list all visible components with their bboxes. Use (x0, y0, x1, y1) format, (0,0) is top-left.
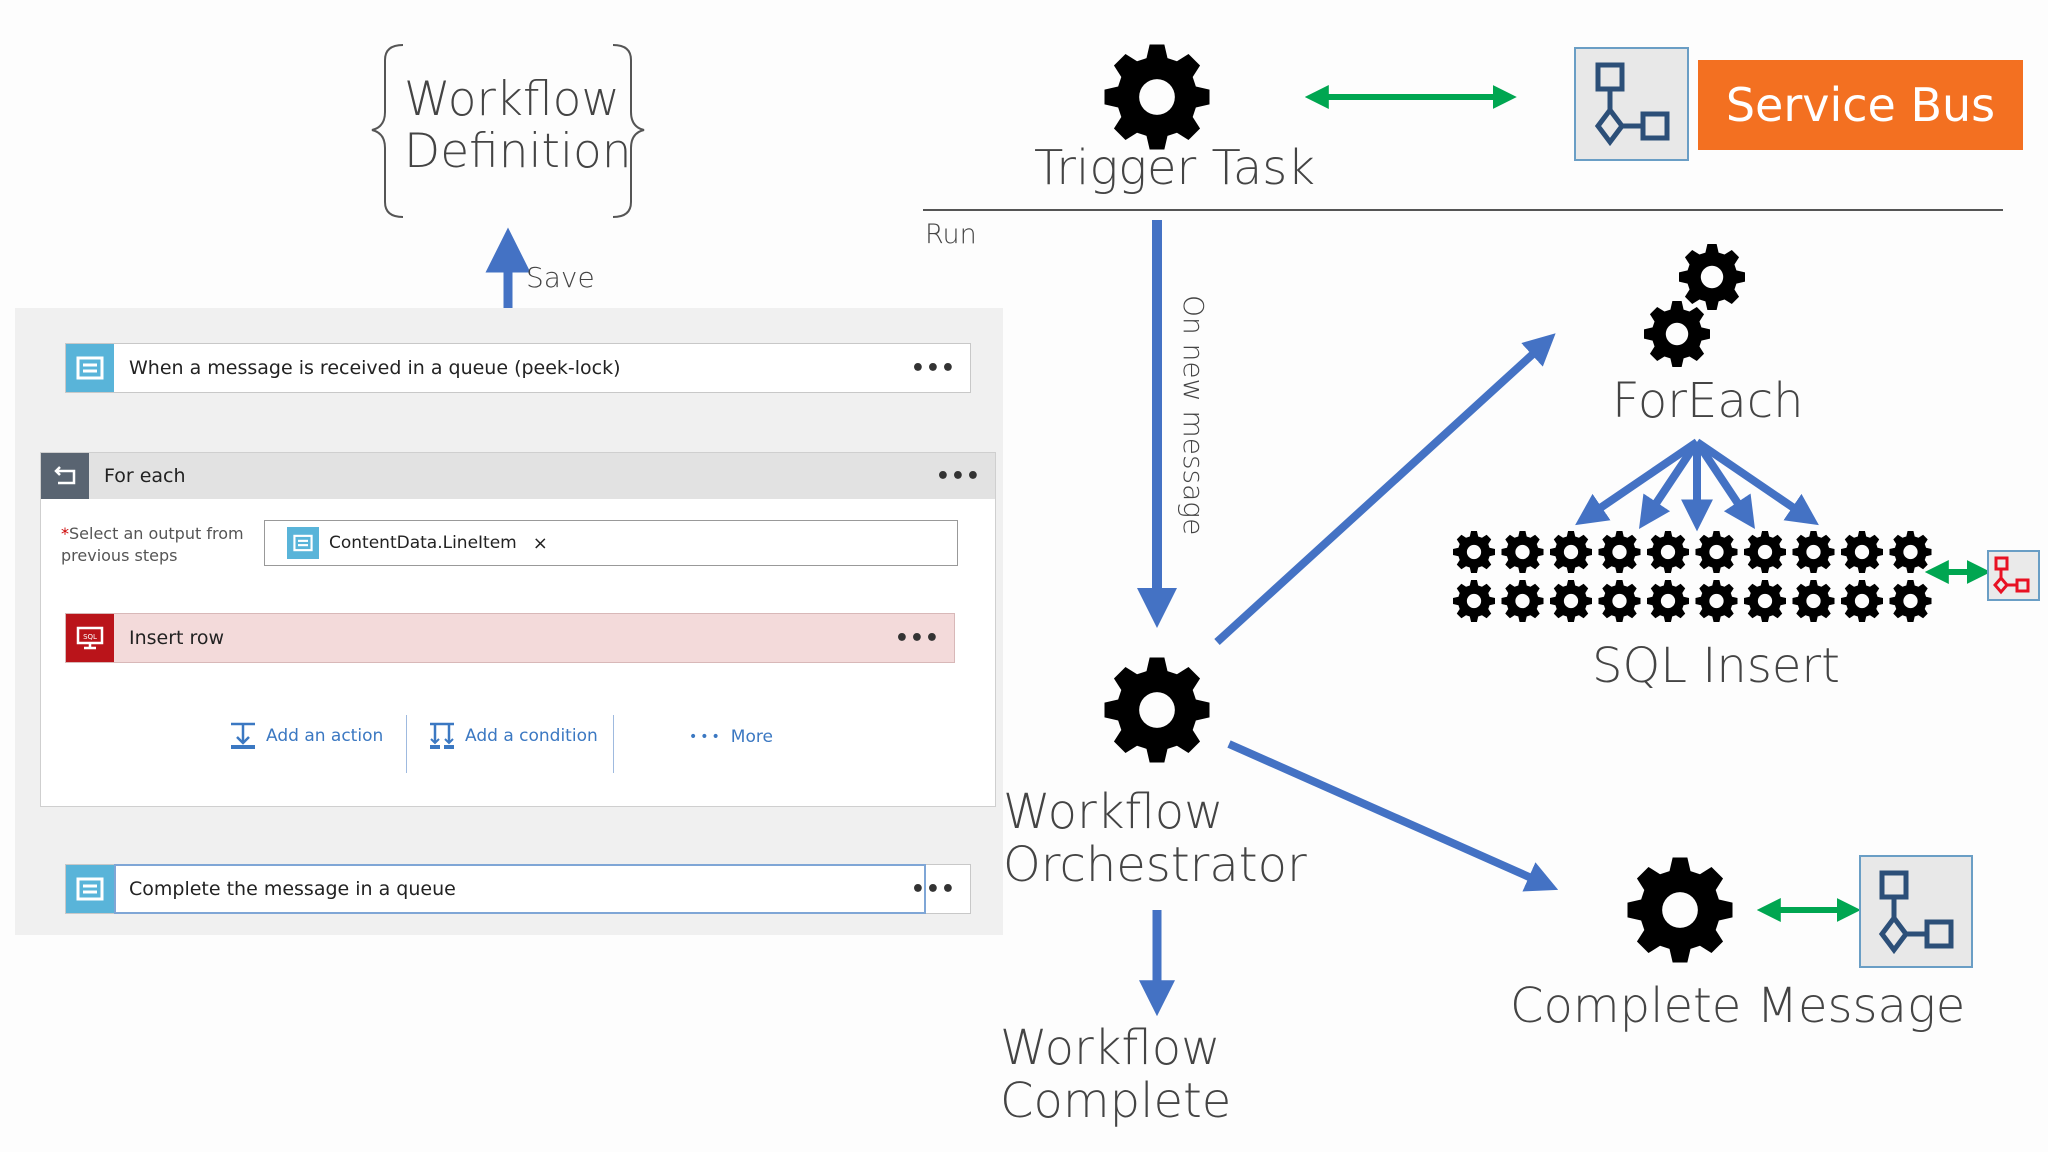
sql-gear-icon (1501, 531, 1544, 573)
action-divider-2 (613, 715, 614, 773)
service-bus-icon (1574, 47, 1689, 161)
token-chip[interactable]: ContentData.LineItem × (287, 526, 548, 560)
more-button[interactable]: ••• More (689, 727, 773, 747)
complete-queue-icon (66, 865, 114, 913)
small-queue-topology-icon (1993, 556, 2030, 595)
sql-gear-icon (1889, 580, 1932, 622)
workflow-orchestrator-label: Workflow Orchestrator (1003, 786, 1307, 892)
svg-text:SQL: SQL (83, 633, 97, 641)
add-action-label: Add an action (266, 726, 384, 746)
insert-row-more-button[interactable]: ••• (894, 625, 940, 651)
select-output-input[interactable]: ContentData.LineItem × (264, 520, 958, 566)
token-label: ContentData.LineItem (329, 533, 517, 553)
sql-insert-gear-grid (1453, 531, 1932, 622)
add-condition-icon (430, 722, 454, 749)
select-label-line-2: previous steps (61, 545, 178, 565)
more-label: More (730, 727, 773, 747)
foreach-gear-icon-upper (1679, 244, 1745, 310)
service-bus-label: Service Bus (1725, 78, 1996, 132)
add-action-icon (231, 722, 255, 749)
sql-gear-icon (1598, 580, 1641, 622)
sql-gear-icon (1792, 580, 1835, 622)
workflow-complete-label: Workflow Complete (1000, 1022, 1231, 1128)
definition-line-2: Definition (404, 123, 632, 179)
complete-more-button[interactable]: ••• (910, 876, 956, 902)
foreach-gear-icon-lower (1644, 301, 1710, 367)
complete-service-bus-icon (1859, 855, 1973, 968)
on-new-message-label: On new message (1177, 295, 1210, 536)
run-label: Run (925, 219, 977, 250)
orchestrator-line-1: Workflow (1003, 784, 1224, 840)
add-action-button[interactable]: Add an action (228, 721, 383, 751)
foreach-label: ForEach (1612, 373, 1804, 429)
trigger-task-label: Trigger Task (1034, 140, 1316, 196)
sql-gear-icon (1792, 531, 1835, 573)
foreach-container: For each ••• *Select an output from prev… (40, 452, 996, 807)
trigger-card[interactable]: When a message is received in a queue (p… (65, 343, 971, 393)
save-label: Save (526, 261, 595, 294)
complete-card[interactable]: Complete the message in a queue ••• (65, 864, 971, 914)
sql-gear-icon (1501, 580, 1544, 622)
select-label-line-1: Select an output from (69, 524, 244, 543)
sql-gear-icon (1453, 580, 1495, 622)
foreach-header[interactable]: For each ••• (41, 453, 995, 499)
complete-queue-topology-icon (1878, 870, 1954, 955)
orchestrator-gear-icon (1104, 657, 1210, 763)
sql-gear-icon (1550, 531, 1592, 573)
foreach-loop-icon (41, 453, 89, 499)
orchestrator-line-2: Orchestrator (1003, 836, 1307, 893)
complete-card-title: Complete the message in a queue (129, 878, 456, 900)
sql-gear-icon (1695, 531, 1738, 573)
foreach-more-button[interactable]: ••• (935, 463, 981, 489)
sql-gear-icon (1550, 580, 1592, 622)
service-bus-banner (1698, 60, 2023, 150)
definition-line-1: Workflow (404, 72, 620, 127)
complete-message-label: Complete Message (1510, 978, 1966, 1034)
definition-brace-left (371, 44, 404, 218)
trigger-gear-icon (1104, 44, 1210, 150)
sql-gear-icon (1598, 531, 1641, 573)
insert-row-label: Insert row (129, 627, 225, 649)
sql-gear-icon (1744, 531, 1786, 573)
token-queue-icon (287, 527, 319, 559)
sql-gear-icon (1647, 531, 1689, 573)
orchestrator-complete-arrow (1227, 740, 1559, 892)
more-dots-icon: ••• (689, 729, 723, 745)
required-mark: * (61, 524, 69, 543)
trigger-card-title: When a message is received in a queue (p… (129, 357, 621, 379)
sql-gear-icon (1695, 580, 1738, 622)
complete-message-gear-icon (1627, 857, 1733, 963)
add-condition-button[interactable]: Add a condition (427, 721, 598, 751)
sql-gear-icon (1841, 531, 1883, 573)
sql-gear-icon (1647, 580, 1689, 622)
workflow-definition-title: Workflow Definition (404, 72, 632, 179)
queue-topology-icon (1594, 62, 1670, 147)
orchestrator-foreach-arrow (1214, 333, 1556, 645)
sql-gear-icon (1841, 580, 1883, 622)
select-output-label: *Select an output from previous steps (61, 523, 244, 566)
definition-brace-right (612, 44, 645, 218)
workflow-complete-line-2: Complete (1000, 1072, 1232, 1129)
action-divider-1 (406, 715, 407, 773)
foreach-title: For each (104, 465, 186, 487)
add-condition-label: Add a condition (465, 726, 598, 746)
sql-gear-icon (1889, 531, 1932, 573)
queue-icon (66, 344, 114, 392)
sql-insert-label: SQL Insert (1592, 638, 1840, 694)
token-remove-button[interactable]: × (532, 532, 548, 554)
logic-app-designer-panel: When a message is received in a queue (p… (15, 308, 1003, 935)
foreach-fanout-arrows (1575, 438, 1819, 532)
sql-gear-icon (1453, 531, 1495, 573)
workflow-complete-line-1: Workflow (1000, 1020, 1221, 1076)
sql-icon: SQL (66, 614, 114, 662)
insert-row-card[interactable]: SQL Insert row ••• (65, 613, 955, 663)
complete-card-selection (114, 864, 926, 914)
trigger-more-button[interactable]: ••• (910, 355, 956, 381)
sql-gear-icon (1744, 580, 1786, 622)
